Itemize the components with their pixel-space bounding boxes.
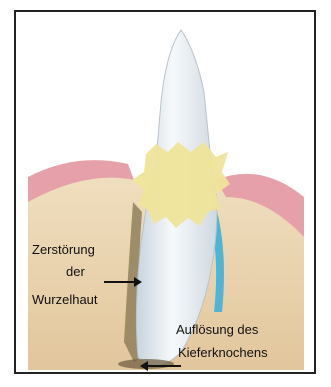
label-bone-loss-1: Auflösung des	[176, 322, 259, 337]
diagram-frame: Zerstörung der Wurzelhaut Auflösung des …	[14, 10, 316, 374]
label-root-damage-2: der	[66, 264, 85, 279]
label-bone-loss-2: Kieferknochens	[178, 345, 268, 360]
label-root-damage-3: Wurzelhaut	[32, 292, 98, 307]
tooth-diagram: Zerstörung der Wurzelhaut Auflösung des …	[16, 12, 314, 372]
label-root-damage-1: Zerstörung	[32, 242, 95, 257]
